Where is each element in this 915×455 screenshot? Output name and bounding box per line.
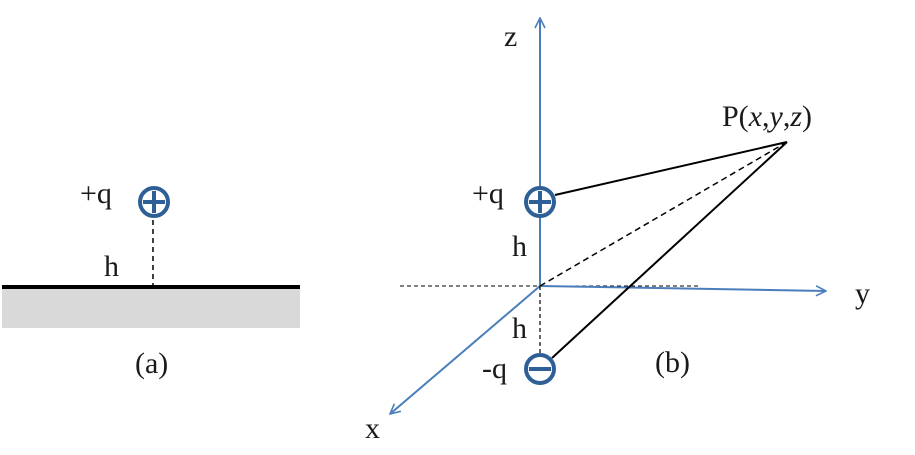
caption-b: (b) xyxy=(655,346,690,379)
conducting-plane xyxy=(2,288,300,328)
positive-charge-icon xyxy=(524,186,556,218)
charge-label-negative-b: -q xyxy=(482,352,507,385)
point-p-x: x xyxy=(748,100,763,133)
line-negative-charge-to-p xyxy=(551,141,788,359)
point-p-comma-1: , xyxy=(762,100,770,133)
point-p-z: z xyxy=(789,100,802,133)
charge-label-a: +q xyxy=(80,177,112,210)
positive-charge-icon xyxy=(138,186,170,218)
point-p-y: y xyxy=(767,100,784,133)
panel-b: z y x +q -q h h P(x,y,z) (b) xyxy=(365,18,870,445)
point-p-name: P( xyxy=(722,100,749,133)
line-positive-charge-to-p xyxy=(554,141,788,196)
point-p-close: ) xyxy=(802,100,812,133)
panel-a: +q h (a) xyxy=(2,177,300,380)
charge-label-positive-b: +q xyxy=(472,177,504,210)
point-p-comma-2: , xyxy=(783,100,791,133)
x-axis xyxy=(390,285,541,414)
height-label-a: h xyxy=(104,250,119,283)
caption-a: (a) xyxy=(135,347,168,380)
line-origin-to-p-dashed xyxy=(539,141,788,287)
height-label-upper-b: h xyxy=(512,230,527,263)
axis-label-y: y xyxy=(855,277,870,310)
axis-label-x: x xyxy=(365,412,380,445)
y-axis xyxy=(539,285,826,291)
axis-label-z: z xyxy=(504,20,517,53)
negative-charge-icon xyxy=(524,353,556,385)
point-p-label: P(x,y,z) xyxy=(722,100,812,133)
height-label-lower-b: h xyxy=(512,312,527,345)
